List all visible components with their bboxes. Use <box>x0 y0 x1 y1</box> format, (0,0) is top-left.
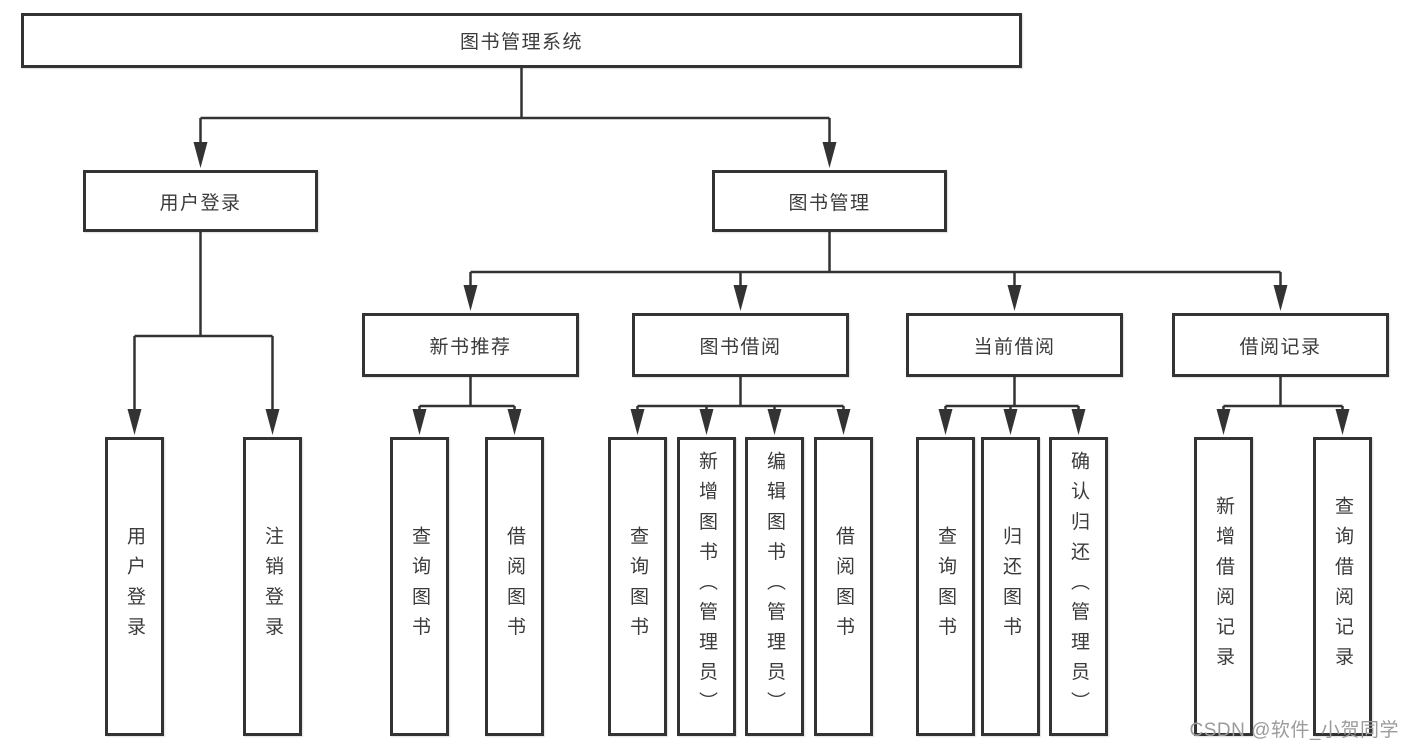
arrow-down-icon <box>127 409 142 435</box>
arrow-down-icon <box>733 285 748 311</box>
node-user-login: 用户登录 <box>83 170 318 232</box>
arrow-down-icon <box>1273 285 1288 311</box>
leaf-query-books-current: 查询图书 <box>916 437 975 736</box>
arrow-down-icon <box>836 409 851 435</box>
leaf-query-borrow-record: 查询借阅记录 <box>1313 437 1372 736</box>
arrow-down-icon <box>1003 409 1018 435</box>
arrow-down-icon <box>265 409 280 435</box>
leaf-label: 新增图书（管理员） <box>696 451 717 722</box>
arrow-down-icon <box>507 409 522 435</box>
leaf-label: 查询借阅记录 <box>1332 496 1353 677</box>
leaf-label: 查询图书 <box>935 526 956 647</box>
leaf-edit-books-admin: 编辑图书（管理员） <box>745 437 804 736</box>
leaf-query-books-recommend: 查询图书 <box>390 437 449 736</box>
connector-book-management-children <box>469 232 1282 287</box>
leaf-label: 归还图书 <box>1000 526 1021 647</box>
leaf-label: 新增借阅记录 <box>1213 496 1234 677</box>
arrow-down-icon <box>463 285 478 311</box>
leaf-logout-login: 注销登录 <box>243 437 302 736</box>
leaf-borrow-books-borrowing: 借阅图书 <box>814 437 873 736</box>
leaf-return-books: 归还图书 <box>981 437 1040 736</box>
leaf-label: 借阅图书 <box>504 526 525 647</box>
arrow-down-icon <box>1335 409 1350 435</box>
node-current-borrowing: 当前借阅 <box>906 313 1123 377</box>
arrow-down-icon <box>1216 409 1231 435</box>
connector-book-borrowing-children <box>636 377 845 411</box>
arrow-down-icon <box>699 409 714 435</box>
arrow-down-icon <box>767 409 782 435</box>
connector-borrow-records-children <box>1222 377 1344 411</box>
connector-current-borrowing-children <box>944 377 1080 411</box>
node-new-book-recommendation: 新书推荐 <box>362 313 579 377</box>
node-book-borrowing: 图书借阅 <box>632 313 849 377</box>
connector-new-book-children <box>418 377 516 411</box>
leaf-label: 注销登录 <box>262 526 283 647</box>
node-book-management: 图书管理 <box>712 170 947 232</box>
leaf-label: 编辑图书（管理员） <box>764 451 785 722</box>
arrow-down-icon <box>1071 409 1086 435</box>
arrow-down-icon <box>193 142 208 168</box>
leaf-add-books-admin: 新增图书（管理员） <box>677 437 736 736</box>
leaf-borrow-books-recommend: 借阅图书 <box>485 437 544 736</box>
arrow-down-icon <box>1007 285 1022 311</box>
leaf-confirm-return-admin: 确认归还（管理员） <box>1049 437 1108 736</box>
connector-user-login-children <box>133 232 274 411</box>
leaf-query-books-borrowing: 查询图书 <box>608 437 667 736</box>
arrow-down-icon <box>630 409 645 435</box>
leaf-label: 用户登录 <box>124 526 145 647</box>
leaf-user-login: 用户登录 <box>105 437 164 736</box>
leaf-add-borrow-record: 新增借阅记录 <box>1194 437 1253 736</box>
leaf-label: 借阅图书 <box>833 526 854 647</box>
arrow-down-icon <box>412 409 427 435</box>
leaf-label: 查询图书 <box>627 526 648 647</box>
arrow-down-icon <box>822 142 837 168</box>
connector-root-to-level2 <box>199 68 831 144</box>
csdn-watermark: CSDN @软件_小贺同学 <box>1189 720 1399 741</box>
arrow-down-icon <box>938 409 953 435</box>
leaf-label: 查询图书 <box>409 526 430 647</box>
node-borrowing-records: 借阅记录 <box>1172 313 1389 377</box>
leaf-label: 确认归还（管理员） <box>1068 451 1089 722</box>
node-root: 图书管理系统 <box>21 13 1022 68</box>
